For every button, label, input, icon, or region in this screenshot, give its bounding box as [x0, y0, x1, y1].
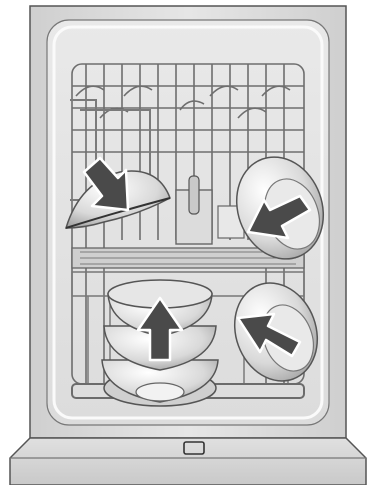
- door-panel: [10, 438, 366, 485]
